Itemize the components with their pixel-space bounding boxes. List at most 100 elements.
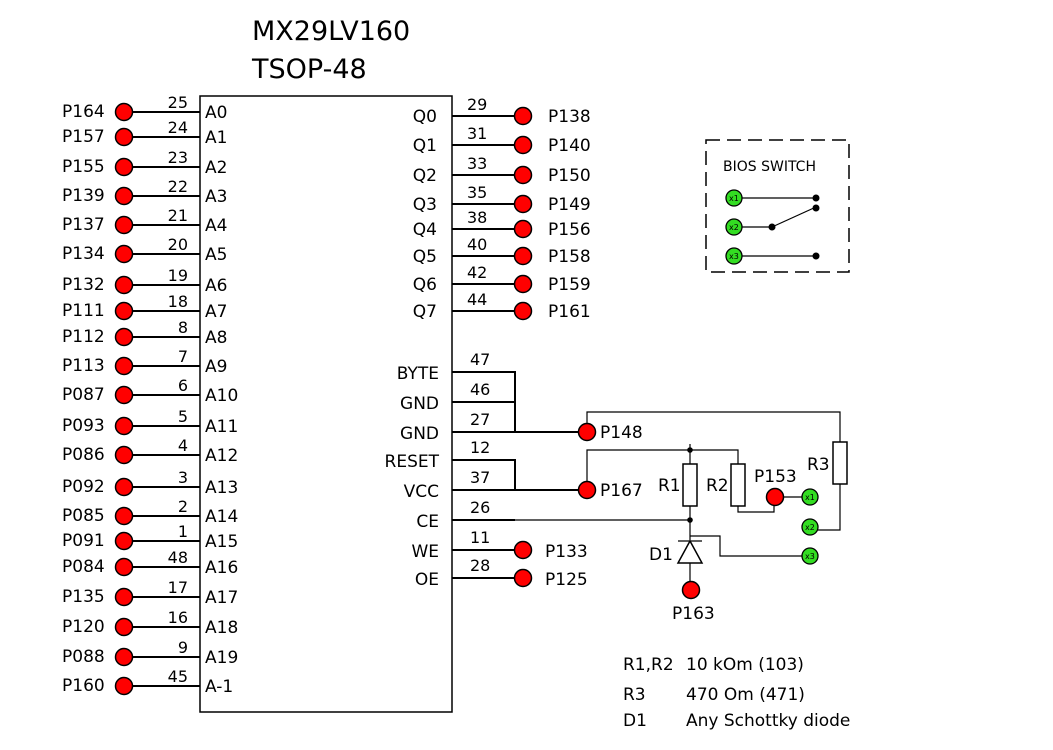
address-pad <box>114 244 134 264</box>
address-pin-number: 4 <box>178 436 188 455</box>
r3-top-wire <box>586 411 841 442</box>
pad-p148-label: P148 <box>600 423 643 443</box>
control-pin-name: VCC <box>404 482 439 502</box>
address-pin-name: A-1 <box>205 677 233 697</box>
address-pad-label: P120 <box>62 617 105 637</box>
pad-p133 <box>513 540 533 560</box>
data-pin-name: Q6 <box>413 275 437 295</box>
r2-bottom-wire <box>737 505 775 513</box>
data-pin-name: Q0 <box>413 107 437 127</box>
address-pin-name: A10 <box>205 386 238 406</box>
reset-vcc-bus <box>452 459 516 490</box>
r2-label: R2 <box>706 476 729 496</box>
data-pin-name: Q4 <box>413 220 437 240</box>
data-pad-label: P149 <box>548 195 591 215</box>
address-pin-name: A11 <box>205 417 238 437</box>
pad-p167-label: P167 <box>600 481 643 501</box>
r1-label: R1 <box>658 476 681 496</box>
address-pin-number: 23 <box>168 148 188 167</box>
control-pin-name: WE <box>411 542 439 562</box>
address-pin-number: 9 <box>178 638 188 657</box>
address-pin-number: 24 <box>168 118 188 137</box>
address-pad-label: P093 <box>62 416 105 436</box>
pad-p133-label: P133 <box>545 542 588 562</box>
ce-junction-dot <box>687 517 693 523</box>
address-pad-label: P088 <box>62 647 105 667</box>
bios-switch: BIOS SWITCH x1 x2 x3 <box>705 139 850 273</box>
address-pin-number: 21 <box>168 206 188 225</box>
pad-p125 <box>513 568 533 588</box>
control-pin-name: CE <box>416 512 439 532</box>
pad-p163 <box>681 580 701 600</box>
address-pad <box>114 617 134 637</box>
address-pad <box>114 531 134 551</box>
data-pad-label: P161 <box>548 302 591 322</box>
address-pad <box>114 676 134 696</box>
address-pin-name: A17 <box>205 588 238 608</box>
data-pad-label: P158 <box>548 247 591 267</box>
control-pin-name: GND <box>400 394 439 414</box>
address-pin-number: 3 <box>178 468 188 487</box>
address-pad <box>114 215 134 235</box>
pad-p125-label: P125 <box>545 570 588 590</box>
address-pad-label: P086 <box>62 445 105 465</box>
address-pad-label: P157 <box>62 127 105 147</box>
data-pad <box>513 165 533 185</box>
chip-title: MX29LV160 <box>252 16 410 47</box>
data-pin-number: 38 <box>467 208 487 227</box>
data-pin-number: 33 <box>467 154 487 173</box>
contact-x1-label: x1 <box>805 493 815 502</box>
contact-x2 <box>801 518 819 536</box>
bios-switch-frame <box>705 139 850 273</box>
address-pin-number: 2 <box>178 497 188 516</box>
control-pin-name: RESET <box>385 452 440 472</box>
address-pin-number: 5 <box>178 407 188 426</box>
data-pad <box>513 246 533 266</box>
address-pin-name: A3 <box>205 187 227 207</box>
diode-symbol <box>676 539 704 564</box>
address-pad <box>114 127 134 147</box>
pad-p167 <box>577 480 597 500</box>
legend-ref-1: R3 <box>623 685 646 705</box>
data-pad-label: P140 <box>548 136 591 156</box>
switch-contact-x2-label: x2 <box>729 223 739 232</box>
legend-value-2: Any Schottky diode <box>686 711 850 731</box>
data-pin-name: Q5 <box>413 247 437 267</box>
control-pin-name: GND <box>400 424 439 444</box>
address-pin-number: 18 <box>168 292 188 311</box>
address-pin-name: A16 <box>205 558 238 578</box>
address-pad <box>114 157 134 177</box>
address-pad <box>114 557 134 577</box>
pad-p163-label: P163 <box>672 604 715 624</box>
d1-label: D1 <box>649 545 673 565</box>
data-pad-label: P159 <box>548 275 591 295</box>
address-pin-number: 25 <box>168 93 188 112</box>
control-pin-number: 12 <box>470 438 490 457</box>
data-pin-number: 29 <box>467 95 487 114</box>
data-pin-name: Q3 <box>413 195 437 215</box>
address-pin-name: A7 <box>205 302 227 322</box>
chip-body <box>199 95 453 713</box>
address-pin-name: A19 <box>205 648 238 668</box>
address-pad <box>114 275 134 295</box>
control-pin-number: 28 <box>470 556 490 575</box>
legend-value-0: 10 kOm (103) <box>686 655 804 675</box>
switch-dot-x1 <box>812 194 820 202</box>
control-pin-number: 11 <box>470 528 490 547</box>
r3-network: R3 <box>586 411 848 531</box>
contact-x2-label: x2 <box>805 523 815 532</box>
address-pad <box>114 445 134 465</box>
data-pad <box>513 135 533 155</box>
address-pad-label: P084 <box>62 557 105 577</box>
address-pin-number: 45 <box>168 667 188 686</box>
address-pad-label: P134 <box>62 244 105 264</box>
vcc-network: R1 R2 P153 <box>586 444 802 540</box>
address-pin-name: A2 <box>205 158 227 178</box>
address-pad <box>114 477 134 497</box>
address-pad-label: P112 <box>62 327 105 347</box>
address-pad-label: P091 <box>62 531 105 551</box>
address-pad <box>114 102 134 122</box>
address-pin-number: 6 <box>178 376 188 395</box>
